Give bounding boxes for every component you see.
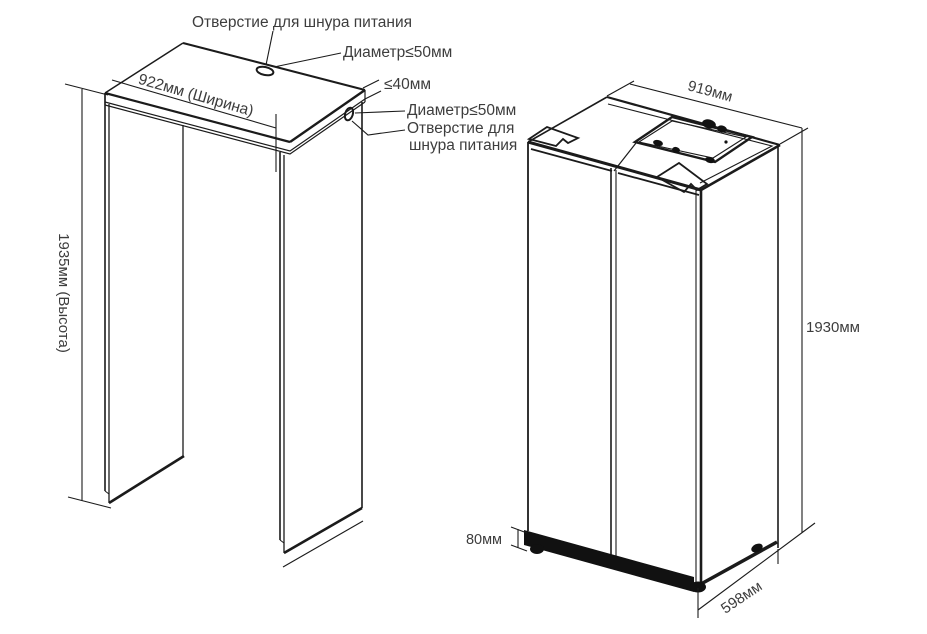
- diameter-top-label: Диаметр≤50мм: [343, 44, 452, 61]
- height-dim-ext: [67, 496, 112, 509]
- niche-slab-thickness: [104, 101, 366, 155]
- fridge-drawing: [524, 95, 781, 593]
- screw-dot: [724, 140, 728, 144]
- niche-width-label: 922мм (Ширина): [136, 71, 255, 120]
- fridge-top-edge: [527, 96, 608, 143]
- fridge-top-recess-inner: [637, 120, 748, 159]
- power-cord-top-label: Отверстие для шнура питания: [192, 14, 412, 31]
- niche-dimensions: 922мм (Ширина) 1935мм (Высота) Отверстие…: [55, 14, 517, 509]
- fridge-side-bottom: [700, 540, 778, 586]
- thickness-tick: [362, 79, 380, 89]
- niche-height-label: 1935мм (Высота): [55, 233, 72, 353]
- niche-right-wall: [279, 539, 285, 544]
- fridge-height-label: 1930мм: [806, 319, 860, 336]
- niche-right-wall: [283, 506, 363, 555]
- fridge-top-seam: [613, 142, 637, 172]
- clearance-tick: [510, 526, 528, 534]
- fridge-kick-plate: [524, 530, 694, 592]
- fridge-foot: [751, 543, 763, 553]
- thickness-label: ≤40мм: [384, 76, 431, 93]
- fridge-foot: [690, 581, 706, 593]
- fridge-depth-label: 598мм: [718, 578, 765, 618]
- hinge-part: [653, 139, 663, 147]
- thickness-tick: [364, 90, 382, 100]
- niche-left-wall: [108, 454, 185, 505]
- width-dim-line: [629, 83, 803, 129]
- hinge-cover-front: [655, 161, 709, 194]
- niche-right-wall: [282, 520, 364, 568]
- width-dim-line: [111, 79, 277, 129]
- diameter-side-label: Диаметр≤50мм: [407, 102, 516, 119]
- power-cord-hole-side: [343, 106, 355, 122]
- leader-line: [351, 120, 406, 136]
- hinge-cover-left: [526, 126, 581, 148]
- power-cord-side-label-2: шнура питания: [409, 137, 517, 154]
- niche-slab-edge: [289, 89, 366, 143]
- door-top-line: [530, 148, 613, 172]
- hinge-part: [717, 125, 727, 133]
- width-dim-ext: [779, 127, 809, 145]
- niche-slab-edge: [104, 42, 184, 94]
- width-dim-ext: [606, 80, 635, 97]
- leader-line: [354, 110, 406, 114]
- fridge-top-edge: [606, 95, 781, 147]
- hinge-part: [672, 146, 680, 154]
- leader-line: [273, 52, 342, 68]
- niche-drawing: [104, 42, 366, 568]
- power-cord-hole-top: [255, 65, 275, 77]
- depth-dim-line: [697, 522, 816, 611]
- power-cord-side-label-1: Отверстие для: [407, 120, 514, 137]
- fridge-top-recess: [632, 115, 755, 164]
- hinge-part: [705, 156, 715, 164]
- fridge-width-label: 919мм: [686, 77, 735, 105]
- hinge-part: [702, 119, 716, 129]
- niche-slab-edge: [104, 91, 291, 144]
- leader-line: [265, 30, 274, 66]
- niche-left-wall: [104, 490, 110, 495]
- fridge-top-inner-line: [607, 103, 774, 184]
- niche-slab-thickness: [104, 98, 366, 152]
- fridge-foot: [530, 544, 544, 554]
- fridge-top-edge: [700, 143, 781, 192]
- fridge-top-edge: [527, 140, 702, 192]
- clearance-tick: [510, 544, 528, 552]
- fridge-clearance-label: 80мм: [466, 532, 502, 548]
- height-dim-ext: [64, 83, 109, 96]
